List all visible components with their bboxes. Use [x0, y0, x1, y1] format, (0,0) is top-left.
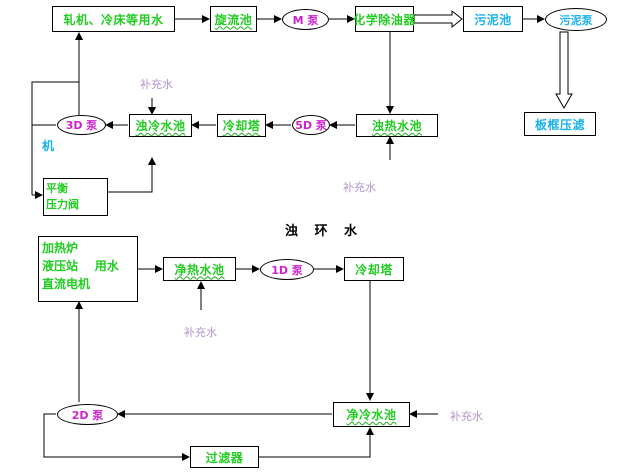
pump-1d: 1D 泵 — [260, 259, 314, 280]
cold-turbid-tank-box: 浊冷水池 — [129, 114, 192, 137]
supply-water-top-a: 补充水 — [140, 78, 173, 91]
sludge-tank-label: 污泥池 — [474, 12, 512, 27]
cyclone-tank-box: 旋流池 — [210, 6, 257, 32]
pump-5d: 5D 泵 — [292, 115, 330, 135]
sludge-tank-box: 污泥池 — [463, 6, 523, 32]
sludge-pump-label: 污泥泵 — [559, 13, 593, 27]
machine-label: 机 — [42, 139, 55, 153]
cooling-tower-top-label: 冷却塔 — [222, 119, 261, 133]
chemical-oil-remover-label: 化学除油器 — [353, 12, 416, 27]
supply-water-bottom-d: 补充水 — [450, 410, 483, 423]
cold-clean-tank-box: 净冷水池 — [333, 402, 410, 427]
hot-turbid-tank-label: 浊热水池 — [371, 119, 422, 133]
hot-clean-tank-box: 净热水池 — [163, 257, 236, 281]
users-line2: 液压站 用水 — [42, 259, 119, 273]
pump-1d-label: 1D 泵 — [271, 263, 303, 277]
section-title: 浊 环 水 — [285, 224, 364, 239]
plate-press-box: 板框压滤 — [524, 112, 596, 136]
m-pump: M 泵 — [282, 9, 329, 30]
rolling-mill-use-label: 轧机、冷床等用水 — [63, 12, 164, 27]
plate-press-label: 板框压滤 — [534, 117, 585, 132]
filter-label: 过滤器 — [205, 450, 244, 465]
pump-3d: 3D 泵 — [57, 115, 106, 135]
chemical-oil-remover-box: 化学除油器 — [353, 6, 416, 32]
cooling-tower-bottom-box: 冷却塔 — [344, 257, 404, 281]
cold-turbid-tank-label: 浊冷水池 — [135, 119, 186, 133]
balance-valve-line1: 平衡 — [46, 182, 68, 195]
users-line1: 加热炉 — [42, 241, 79, 255]
rolling-mill-use-box: 轧机、冷床等用水 — [52, 6, 175, 32]
cooling-tower-top-box: 冷却塔 — [217, 114, 266, 137]
supply-water-bottom-c: 补充水 — [184, 326, 217, 339]
pump-5d-label: 5D 泵 — [295, 119, 327, 132]
balance-pressure-valve-box: 平衡 压力阀 — [43, 178, 108, 216]
users-line3: 直流电机 — [42, 277, 91, 291]
cold-clean-tank-label: 净冷水池 — [346, 408, 397, 422]
users-box: 加热炉 液压站 用水 直流电机 — [38, 236, 138, 302]
cooling-tower-bottom-label: 冷却塔 — [355, 262, 393, 277]
sludge-pump: 污泥泵 — [545, 8, 607, 31]
pump-2d: 2D 泵 — [57, 404, 118, 425]
hot-clean-tank-label: 净热水池 — [174, 262, 225, 277]
pump-3d-label: 3D 泵 — [65, 119, 98, 132]
pump-2d-label: 2D 泵 — [71, 408, 104, 422]
supply-water-top-b: 补充水 — [343, 181, 376, 194]
m-pump-label: M 泵 — [292, 13, 319, 27]
cyclone-tank-label: 旋流池 — [214, 12, 253, 27]
balance-valve-line2: 压力阀 — [46, 198, 79, 211]
filter-box: 过滤器 — [190, 446, 259, 468]
hot-turbid-tank-box: 浊热水池 — [356, 114, 438, 137]
